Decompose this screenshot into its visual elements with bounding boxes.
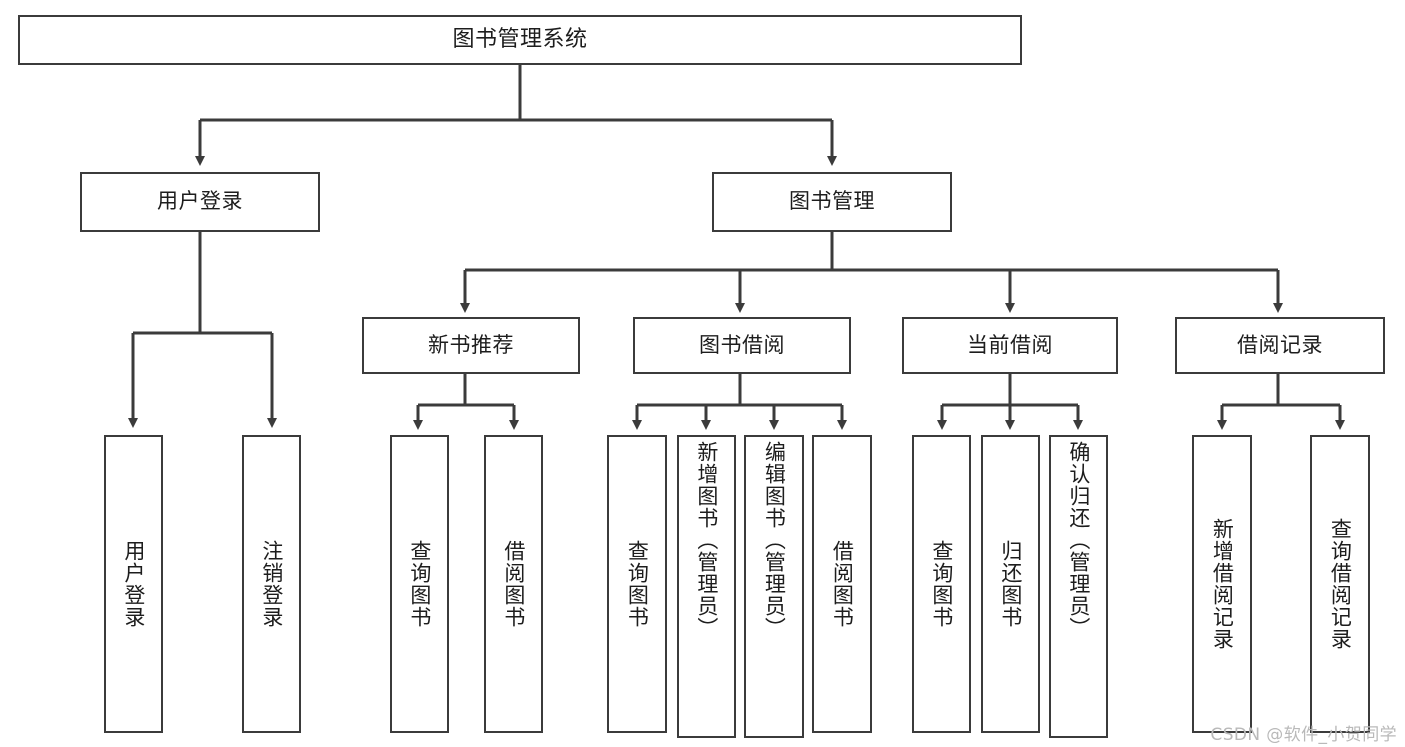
node-book-borrow[interactable]: 图书借阅 bbox=[633, 317, 851, 374]
node-label: 新书推荐 bbox=[428, 332, 514, 357]
node-label: 查询图书 bbox=[407, 540, 432, 628]
node-user-login[interactable]: 用户登录 bbox=[80, 172, 320, 232]
node-label: 查询图书 bbox=[929, 540, 954, 628]
leaf-record-add-record[interactable]: 新增借阅记录 bbox=[1192, 435, 1252, 733]
leaf-current-confirm-return-admin[interactable]: 确认归还（管理员） bbox=[1049, 435, 1108, 738]
node-label: 借阅图书 bbox=[830, 540, 855, 628]
leaf-borrow-add-book-admin[interactable]: 新增图书（管理员） bbox=[677, 435, 736, 738]
leaf-current-query-book[interactable]: 查询图书 bbox=[912, 435, 971, 733]
leaf-borrow-query-book[interactable]: 查询图书 bbox=[607, 435, 667, 733]
leaf-user-login[interactable]: 用户登录 bbox=[104, 435, 163, 733]
node-new-book-recommend[interactable]: 新书推荐 bbox=[362, 317, 580, 374]
leaf-current-return-book[interactable]: 归还图书 bbox=[981, 435, 1040, 733]
leaf-record-query-record[interactable]: 查询借阅记录 bbox=[1310, 435, 1370, 733]
node-label: 当前借阅 bbox=[967, 332, 1053, 357]
node-label: 编辑图书（管理员） bbox=[762, 441, 787, 639]
node-current-borrow[interactable]: 当前借阅 bbox=[902, 317, 1118, 374]
node-label: 注销登录 bbox=[259, 540, 284, 628]
node-label: 新增借阅记录 bbox=[1210, 518, 1235, 650]
node-label: 用户登录 bbox=[157, 189, 243, 214]
leaf-borrow-edit-book-admin[interactable]: 编辑图书（管理员） bbox=[744, 435, 804, 738]
node-label: 用户登录 bbox=[121, 540, 146, 628]
csdn-watermark: CSDN @软件_小贺同学 bbox=[1210, 725, 1397, 745]
node-borrow-record[interactable]: 借阅记录 bbox=[1175, 317, 1385, 374]
node-label: 借阅图书 bbox=[501, 540, 526, 628]
node-label: 归还图书 bbox=[998, 540, 1023, 628]
leaf-borrow-borrow-book[interactable]: 借阅图书 bbox=[812, 435, 872, 733]
node-label: 图书管理 bbox=[789, 189, 875, 214]
node-label: 借阅记录 bbox=[1237, 332, 1323, 357]
node-label: 确认归还（管理员） bbox=[1066, 441, 1091, 639]
node-root-system[interactable]: 图书管理系统 bbox=[18, 15, 1022, 65]
node-label: 新增图书（管理员） bbox=[694, 441, 719, 639]
leaf-recommend-borrow-book[interactable]: 借阅图书 bbox=[484, 435, 543, 733]
node-label: 图书管理系统 bbox=[452, 26, 588, 52]
leaf-user-logout[interactable]: 注销登录 bbox=[242, 435, 301, 733]
node-label: 图书借阅 bbox=[699, 332, 785, 357]
node-label: 查询借阅记录 bbox=[1328, 518, 1353, 650]
leaf-recommend-query-book[interactable]: 查询图书 bbox=[390, 435, 449, 733]
node-label: 查询图书 bbox=[625, 540, 650, 628]
node-book-management[interactable]: 图书管理 bbox=[712, 172, 952, 232]
